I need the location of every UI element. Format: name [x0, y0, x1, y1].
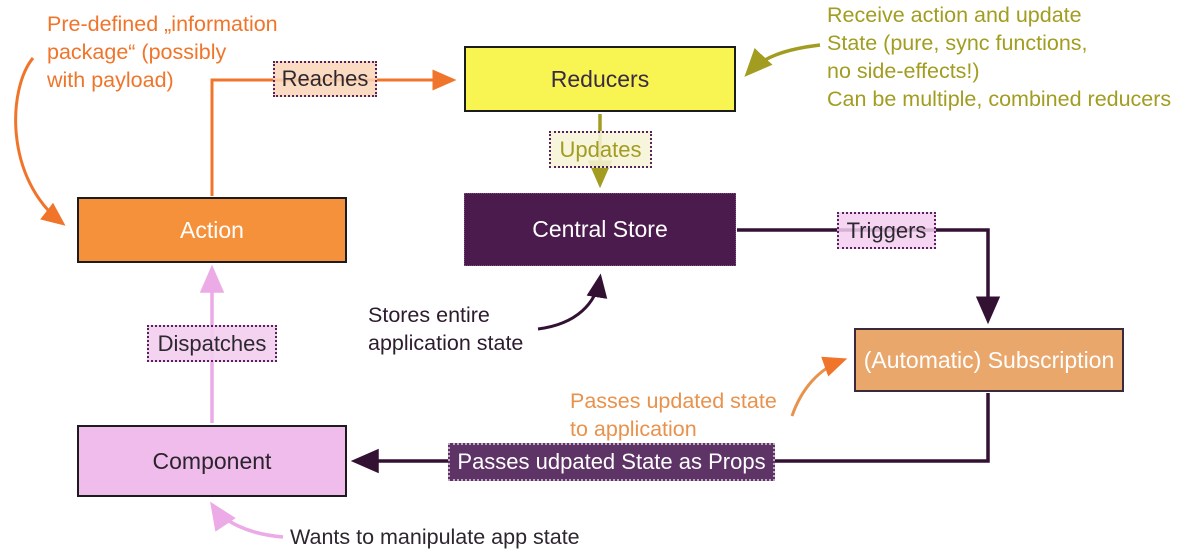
note-line: Receive action and update [827, 3, 1082, 27]
node-reducers-label: Reducers [550, 65, 650, 92]
note-line: State (pure, sync functions, [827, 31, 1088, 55]
node-component: Component [77, 425, 347, 497]
edge-label-reaches: Reaches [273, 61, 377, 97]
node-subscription-label: (Automatic) Subscription [863, 346, 1115, 373]
edge-label-updates: Updates [549, 131, 652, 168]
note-line: application state [368, 331, 524, 355]
note-passes-updated-state: Passes updated state to application [570, 387, 777, 443]
note-line: Can be multiple, combined reducers [827, 87, 1172, 111]
node-action-label: Action [180, 216, 244, 243]
edge-label-dispatches-text: Dispatches [157, 330, 267, 356]
edge-label-dispatches: Dispatches [147, 325, 277, 362]
node-passes-props-label: Passes udpated State as Props [457, 449, 766, 474]
node-central-store-label: Central Store [532, 216, 668, 242]
note-predefined-action: Pre-defined „information package“ (possi… [47, 10, 278, 94]
node-subscription: (Automatic) Subscription [854, 328, 1124, 392]
edge-label-triggers-text: Triggers [846, 217, 927, 243]
note-wants-manipulate: Wants to manipulate app state [290, 523, 580, 551]
arrow-note-to-component [210, 501, 284, 539]
note-line: no side-effects!) [827, 59, 980, 83]
note-line: Wants to manipulate app state [290, 525, 580, 549]
edge-label-triggers: Triggers [837, 212, 936, 249]
arrow-store-to-subscription [737, 228, 1001, 325]
note-receive-action: Receive action and update State (pure, s… [827, 1, 1171, 113]
arrow-note-to-reducers [744, 43, 821, 77]
arrow-note-to-action [14, 57, 66, 226]
arrow-note-to-subscription [790, 356, 848, 417]
arrow-action-to-reducers [210, 69, 457, 196]
note-line: Pre-defined „information [47, 12, 278, 36]
arrow-note-to-store [537, 273, 608, 331]
edge-label-reaches-text: Reaches [281, 66, 369, 91]
node-reducers: Reducers [464, 46, 736, 112]
node-action: Action [77, 197, 347, 263]
note-line: with payload) [47, 68, 174, 92]
note-stores-state: Stores entire application state [368, 301, 523, 357]
node-component-label: Component [152, 447, 272, 474]
note-line: Stores entire [368, 303, 490, 327]
note-line: package“ (possibly [47, 40, 227, 64]
note-line: to application [570, 417, 697, 441]
edge-label-updates-text: Updates [559, 136, 642, 162]
node-central-store: Central Store [464, 193, 736, 266]
node-passes-props: Passes udpated State as Props [448, 443, 775, 481]
note-line: Passes updated state [570, 389, 777, 413]
